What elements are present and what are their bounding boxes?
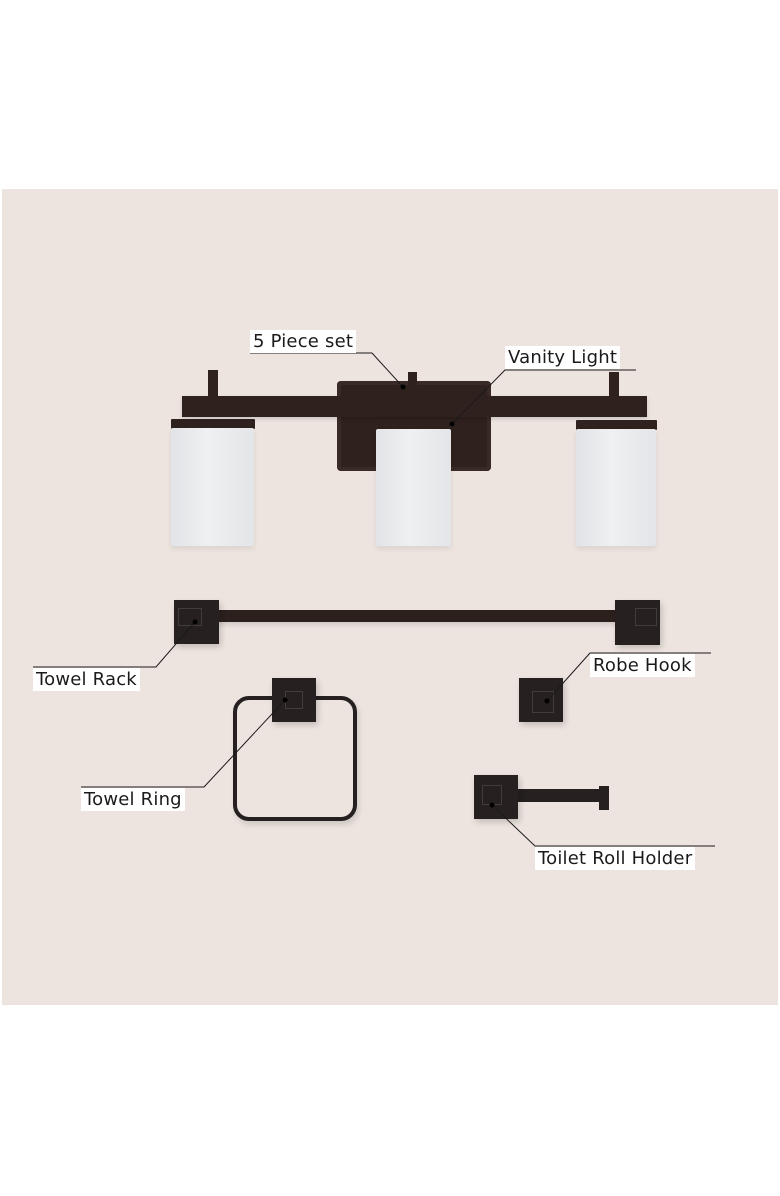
glass-shade-right bbox=[576, 429, 656, 546]
vanity-post-left bbox=[208, 370, 218, 398]
toilet-roll-end-cap bbox=[599, 786, 609, 810]
shade-cap-right bbox=[576, 420, 657, 430]
shade-cap-center bbox=[374, 420, 451, 430]
shade-cap-left bbox=[171, 419, 255, 429]
vanity-post-center bbox=[408, 372, 417, 398]
toilet-roll-mount bbox=[474, 775, 518, 819]
toilet-roll-arm bbox=[510, 789, 602, 802]
label-towel-ring: Towel Ring bbox=[81, 788, 185, 811]
label-towel-rack: Towel Rack bbox=[33, 668, 140, 691]
glass-shade-left bbox=[171, 428, 254, 546]
product-backdrop bbox=[2, 189, 778, 1005]
towel-rack-bar bbox=[200, 610, 640, 622]
towel-ring-mount bbox=[272, 678, 316, 722]
label-5-piece-set: 5 Piece set bbox=[250, 330, 357, 353]
towel-rack-mount-right bbox=[615, 600, 660, 645]
label-robe-hook: Robe Hook bbox=[590, 654, 695, 677]
vanity-bar bbox=[182, 396, 647, 417]
robe-hook bbox=[519, 678, 563, 722]
label-vanity-light: Vanity Light bbox=[505, 346, 621, 369]
label-toilet-roll-holder: Toilet Roll Holder bbox=[535, 847, 696, 870]
glass-shade-center bbox=[376, 429, 451, 546]
vanity-post-right bbox=[609, 372, 619, 398]
towel-rack-mount-left bbox=[174, 600, 219, 644]
